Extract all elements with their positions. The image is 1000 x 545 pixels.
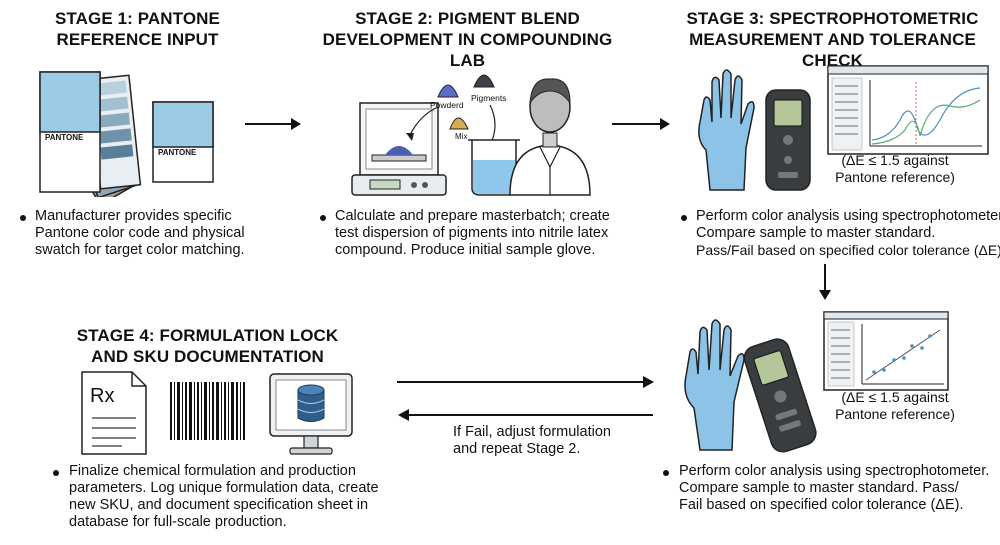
arrow-stage3b-to-stage4 bbox=[398, 409, 653, 421]
spectrophotometer-illustration-top bbox=[698, 65, 989, 191]
stage2-title-line2: DEVELOPMENT IN COMPOUNDING LAB bbox=[322, 30, 613, 70]
stage2-desc-line3: compound. Produce initial sample glove. bbox=[335, 242, 596, 258]
barcode-icon bbox=[170, 382, 245, 440]
stage3b-desc-line3: Fail based on specified color tolerance … bbox=[679, 497, 964, 513]
lab-balance-icon bbox=[351, 102, 447, 196]
pantone-card-right: PANTONE bbox=[152, 101, 214, 183]
stage1-bullet bbox=[20, 215, 26, 221]
stage4-desc-line4: database for full-scale production. bbox=[69, 514, 287, 530]
database-monitor-icon bbox=[269, 373, 353, 455]
stage4-title-line1: STAGE 4: FORMULATION LOCK bbox=[76, 326, 339, 345]
documentation-illustration: Rx bbox=[81, 371, 353, 455]
stage2-title: STAGE 2: PIGMENT BLEND DEVELOPMENT IN CO… bbox=[305, 8, 630, 71]
arrow-stage4-to-stage3b bbox=[397, 376, 654, 388]
pantone-card-left: PANTONE bbox=[39, 71, 101, 193]
stage3-bullet bbox=[681, 215, 687, 221]
stage1-desc-line3: swatch for target color matching. bbox=[35, 242, 245, 258]
stage1-desc-line2: Pantone color code and physical bbox=[35, 225, 245, 241]
stage3b-desc-line1: Perform color analysis using spectrophot… bbox=[679, 463, 990, 479]
stage1-title: STAGE 1: PANTONE REFERENCE INPUT bbox=[30, 8, 245, 50]
scientist-icon bbox=[509, 78, 591, 196]
glove-icon bbox=[698, 69, 755, 191]
stage3-description: Perform color analysis using spectrophot… bbox=[696, 208, 1000, 259]
glove-icon-2 bbox=[684, 319, 745, 451]
pigment-piles-icon: Powderd Pigments Mix bbox=[430, 74, 506, 141]
label-mix: Mix bbox=[455, 132, 467, 141]
stage2-bullet bbox=[320, 215, 326, 221]
stage3-title-line1: STAGE 3: SPECTROPHOTOMETRIC bbox=[686, 9, 979, 28]
stage3b-description: Perform color analysis using spectrophot… bbox=[679, 463, 1000, 514]
stage3b-tolerance-caption: (ΔE ≤ 1.5 against Pantone reference) bbox=[820, 389, 970, 423]
arrow-stage2-to-stage3 bbox=[612, 118, 670, 130]
pantone-swatch-illustration: PANTONE PANTONE bbox=[39, 71, 214, 197]
stage3-tolerance-line1: (ΔE ≤ 1.5 against bbox=[841, 152, 949, 168]
stage4-desc-line3: new SKU, and document specification shee… bbox=[69, 497, 369, 513]
label-pigments: Pigments bbox=[471, 93, 506, 103]
arrow-stage1-to-stage2 bbox=[245, 118, 301, 130]
stage1-desc-line1: Manufacturer provides specific bbox=[35, 208, 232, 224]
handheld-meter-icon bbox=[765, 89, 811, 191]
stage3-tolerance-caption: (ΔE ≤ 1.5 against Pantone reference) bbox=[820, 152, 970, 186]
stage3b-desc-line2: Compare sample to master standard. Pass/ bbox=[679, 480, 959, 496]
stage3-desc-line2: Compare sample to master standard. bbox=[696, 225, 936, 241]
prescription-document-icon: Rx bbox=[81, 371, 147, 455]
beaker-icon bbox=[468, 139, 520, 196]
stage4-desc-line2: parameters. Log unique formulation data,… bbox=[69, 480, 379, 496]
stage4-description: Finalize chemical formulation and produc… bbox=[69, 463, 389, 531]
stage4-desc-line1: Finalize chemical formulation and produc… bbox=[69, 463, 356, 479]
stage2-desc-line1: Calculate and prepare masterbatch; creat… bbox=[335, 208, 610, 224]
fail-loop-line1: If Fail, adjust formulation bbox=[453, 424, 611, 440]
stage1-description: Manufacturer provides specific Pantone c… bbox=[35, 208, 275, 259]
stage1-title-line1: STAGE 1: PANTONE bbox=[54, 9, 220, 28]
spectrum-screen bbox=[827, 65, 989, 155]
pantone-label-right: PANTONE bbox=[158, 148, 197, 157]
handheld-meter-icon-2 bbox=[743, 338, 817, 453]
spectrophotometer-illustration-bottom bbox=[684, 311, 949, 453]
pantone-label-left: PANTONE bbox=[45, 133, 84, 142]
arrow-stage3-down bbox=[819, 264, 831, 300]
stage3-tolerance-line2: Pantone reference) bbox=[835, 169, 955, 185]
stage4-title: STAGE 4: FORMULATION LOCK AND SKU DOCUME… bbox=[75, 325, 340, 367]
stage2-title-line1: STAGE 2: PIGMENT BLEND bbox=[355, 9, 580, 28]
stage1-title-line2: REFERENCE INPUT bbox=[56, 30, 219, 49]
scatter-screen bbox=[823, 311, 949, 391]
fail-loop-line2: and repeat Stage 2. bbox=[453, 441, 581, 457]
stage4-title-line2: AND SKU DOCUMENTATION bbox=[91, 347, 324, 366]
compounding-lab-illustration: Powderd Pigments Mix bbox=[351, 74, 591, 196]
fail-loop-caption: If Fail, adjust formulation and repeat S… bbox=[453, 424, 653, 458]
stage3b-tolerance-line1: (ΔE ≤ 1.5 against bbox=[841, 389, 949, 405]
database-icon bbox=[297, 384, 325, 422]
rx-label: Rx bbox=[90, 385, 114, 407]
stage3-desc-line1: Perform color analysis using spectrophot… bbox=[696, 208, 1000, 224]
stage3-desc-line3: Pass/Fail based on specified color toler… bbox=[696, 242, 1000, 258]
stage2-description: Calculate and prepare masterbatch; creat… bbox=[335, 208, 635, 259]
stage3b-bullet bbox=[663, 470, 669, 476]
stage4-bullet bbox=[53, 470, 59, 476]
label-powderd: Powderd bbox=[430, 100, 464, 110]
stage2-desc-line2: test dispersion of pigments into nitrile… bbox=[335, 225, 609, 241]
stage3b-tolerance-line2: Pantone reference) bbox=[835, 406, 955, 422]
